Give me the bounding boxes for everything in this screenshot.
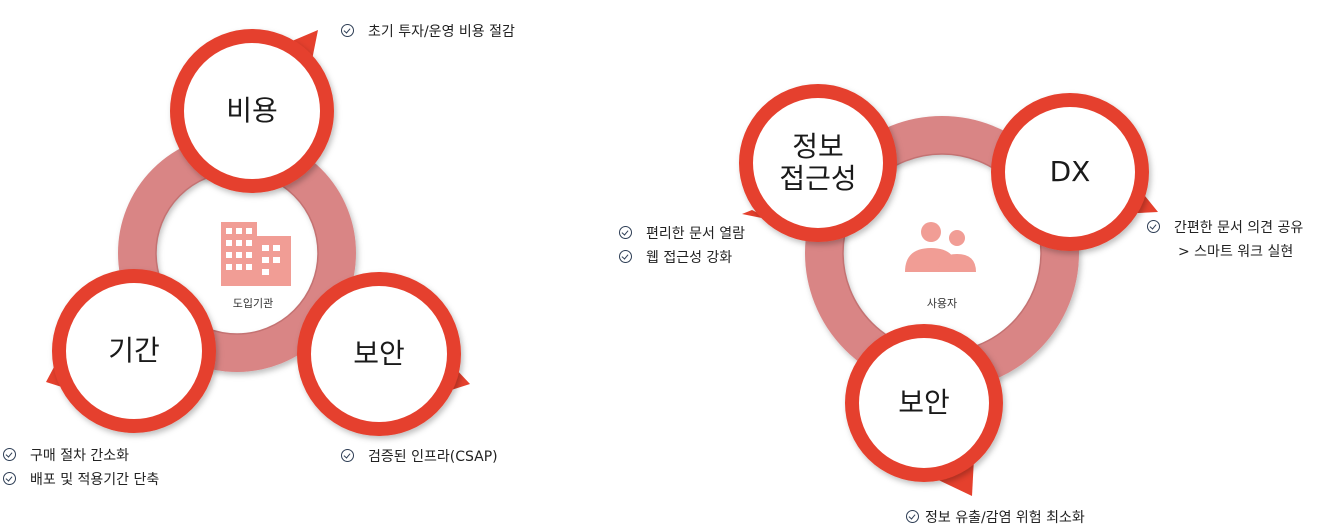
check-icon (1147, 220, 1160, 233)
bullets-security-left: 검증된 인프라(CSAP) (341, 445, 498, 469)
center-label-left: 도입기관 (232, 297, 274, 310)
bullet-item: 배포 및 적용기간 단축 (3, 468, 159, 492)
node-label-dx: DX (1049, 154, 1091, 188)
bullets-security-right: 정보 유출/감염 위험 최소화 (906, 506, 1085, 530)
node-security-right (845, 324, 1003, 482)
check-icon (3, 448, 16, 461)
node-label-period: 기간 (108, 333, 160, 367)
bullets-period: 구매 절차 간소화 배포 및 적용기간 단축 (3, 444, 159, 492)
bullet-item: 초기 투자/운영 비용 절감 (341, 20, 515, 44)
building-icon (221, 222, 291, 286)
bullet-item: > 스마트 워크 실현 (1178, 244, 1294, 260)
center-label-right: 사용자 (926, 297, 958, 310)
bullet-item: 간편한 문서 의견 공유 (1147, 216, 1303, 240)
node-access (739, 84, 897, 242)
check-icon (619, 250, 632, 263)
node-period (52, 269, 216, 433)
node-dx (991, 93, 1149, 251)
bullet-item: 웹 접근성 강화 (619, 246, 745, 270)
bullet-item: 편리한 문서 열람 (619, 222, 745, 246)
bullet-item: 검증된 인프라(CSAP) (341, 445, 498, 469)
node-label-security-right: 보안 (898, 385, 950, 419)
node-label-access: 정보 접근성 (779, 129, 857, 195)
check-icon (3, 472, 16, 485)
bullet-item: 구매 절차 간소화 (3, 444, 159, 468)
node-label-cost: 비용 (226, 93, 278, 127)
bullet-item: 정보 유출/감염 위험 최소화 (906, 506, 1085, 530)
check-icon (341, 449, 354, 462)
left-diagram (46, 29, 470, 436)
bullets-dx: 간편한 문서 의견 공유 > 스마트 워크 실현 (1147, 216, 1303, 264)
bullets-cost: 초기 투자/운영 비용 절감 (341, 20, 515, 44)
check-icon (341, 24, 354, 37)
users-icon (905, 222, 976, 272)
node-label-security-left: 보안 (353, 336, 405, 370)
node-cost (170, 29, 334, 193)
node-security-left (297, 272, 461, 436)
bullets-access: 편리한 문서 열람 웹 접근성 강화 (619, 222, 745, 270)
check-icon (619, 226, 632, 239)
right-diagram (739, 84, 1158, 496)
check-icon (906, 510, 919, 523)
